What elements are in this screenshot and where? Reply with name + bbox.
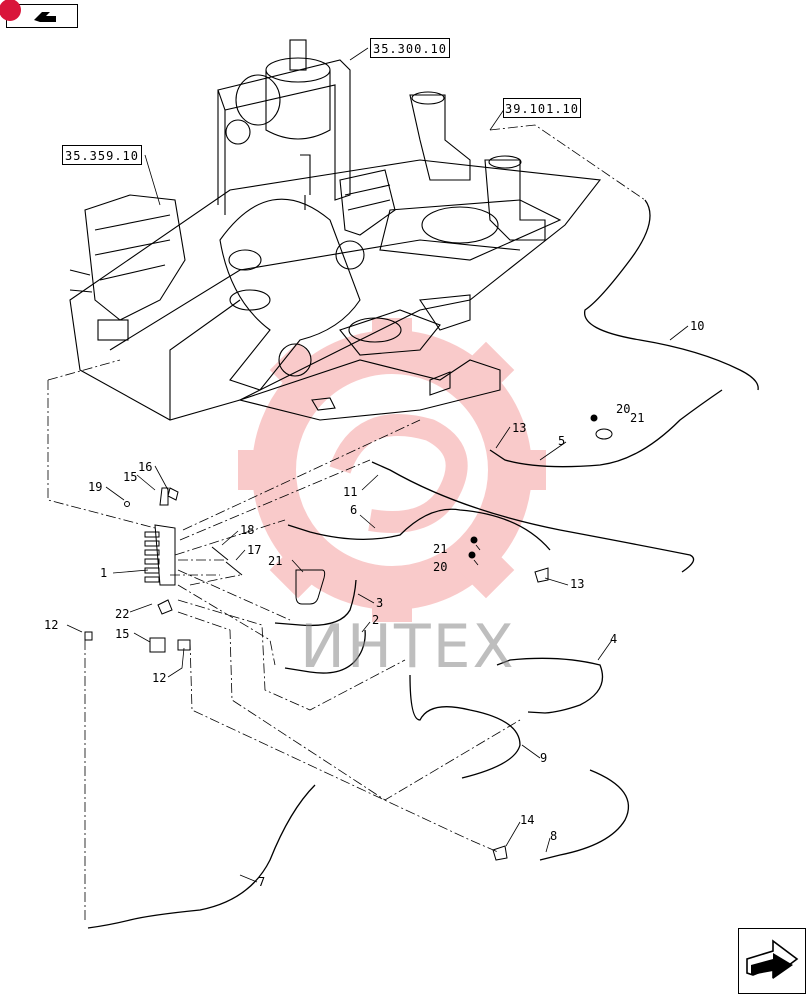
callout-21-upper: 21 — [630, 411, 645, 425]
callout-20-mid: 20 — [433, 560, 448, 574]
hose-7 — [87, 784, 316, 929]
manifold-block[interactable] — [144, 524, 176, 586]
ref-box-35-359-10[interactable]: 35.359.10 — [62, 145, 142, 165]
callout-22: 22 — [115, 607, 130, 621]
hose-11 — [371, 461, 695, 573]
next-page-button[interactable] — [738, 928, 806, 994]
callout-21-left: 21 — [268, 554, 283, 568]
hose-3 — [274, 579, 357, 627]
ref-box-35-300-10[interactable]: 35.300.10 — [370, 38, 450, 58]
callout-2: 2 — [372, 613, 380, 627]
hose-5 — [489, 389, 723, 468]
forward-arrow-icon — [746, 939, 799, 979]
watermark-text: ИНТЕХ — [300, 612, 516, 682]
callout-7: 7 — [258, 875, 266, 889]
manifold-fittings — [144, 531, 160, 583]
callout-5: 5 — [558, 434, 566, 448]
callout-1: 1 — [100, 566, 108, 580]
callout-9: 9 — [540, 751, 548, 765]
callout-6: 6 — [350, 503, 358, 517]
watermark-gear-icon — [238, 318, 546, 622]
callout-12-right: 12 — [152, 671, 167, 685]
hose-9 — [409, 674, 521, 779]
hose-10 — [584, 199, 759, 391]
back-arrow-icon — [34, 12, 56, 22]
hose-8 — [539, 769, 630, 861]
callout-8: 8 — [550, 829, 558, 843]
hose-6 — [287, 508, 551, 551]
hose-4 — [496, 657, 604, 714]
callout-20-upper: 20 — [616, 402, 631, 416]
callout-16: 16 — [138, 460, 153, 474]
hoses — [87, 199, 759, 929]
fittings — [84, 414, 613, 861]
callout-17: 17 — [247, 543, 262, 557]
callout-15-lower: 15 — [115, 627, 130, 641]
callout-21-mid: 21 — [433, 542, 448, 556]
leader-lines — [66, 47, 689, 883]
prev-page-button[interactable] — [0, 0, 78, 28]
callout-19: 19 — [88, 480, 103, 494]
hose-2 — [284, 629, 366, 674]
callout-10: 10 — [690, 319, 705, 333]
callout-11: 11 — [343, 485, 358, 499]
callout-15-upper: 15 — [123, 470, 138, 484]
callout-13-upper: 13 — [512, 421, 527, 435]
callout-13-lower: 13 — [570, 577, 585, 591]
callout-12-left: 12 — [44, 618, 59, 632]
machine-frame — [69, 39, 602, 421]
callout-3: 3 — [376, 596, 384, 610]
ref-box-39-101-10[interactable]: 39.101.10 — [503, 98, 581, 118]
callout-18: 18 — [240, 523, 255, 537]
callout-14: 14 — [520, 813, 535, 827]
notification-badge — [0, 0, 21, 21]
reference-lines — [47, 124, 646, 920]
callout-4: 4 — [610, 632, 618, 646]
